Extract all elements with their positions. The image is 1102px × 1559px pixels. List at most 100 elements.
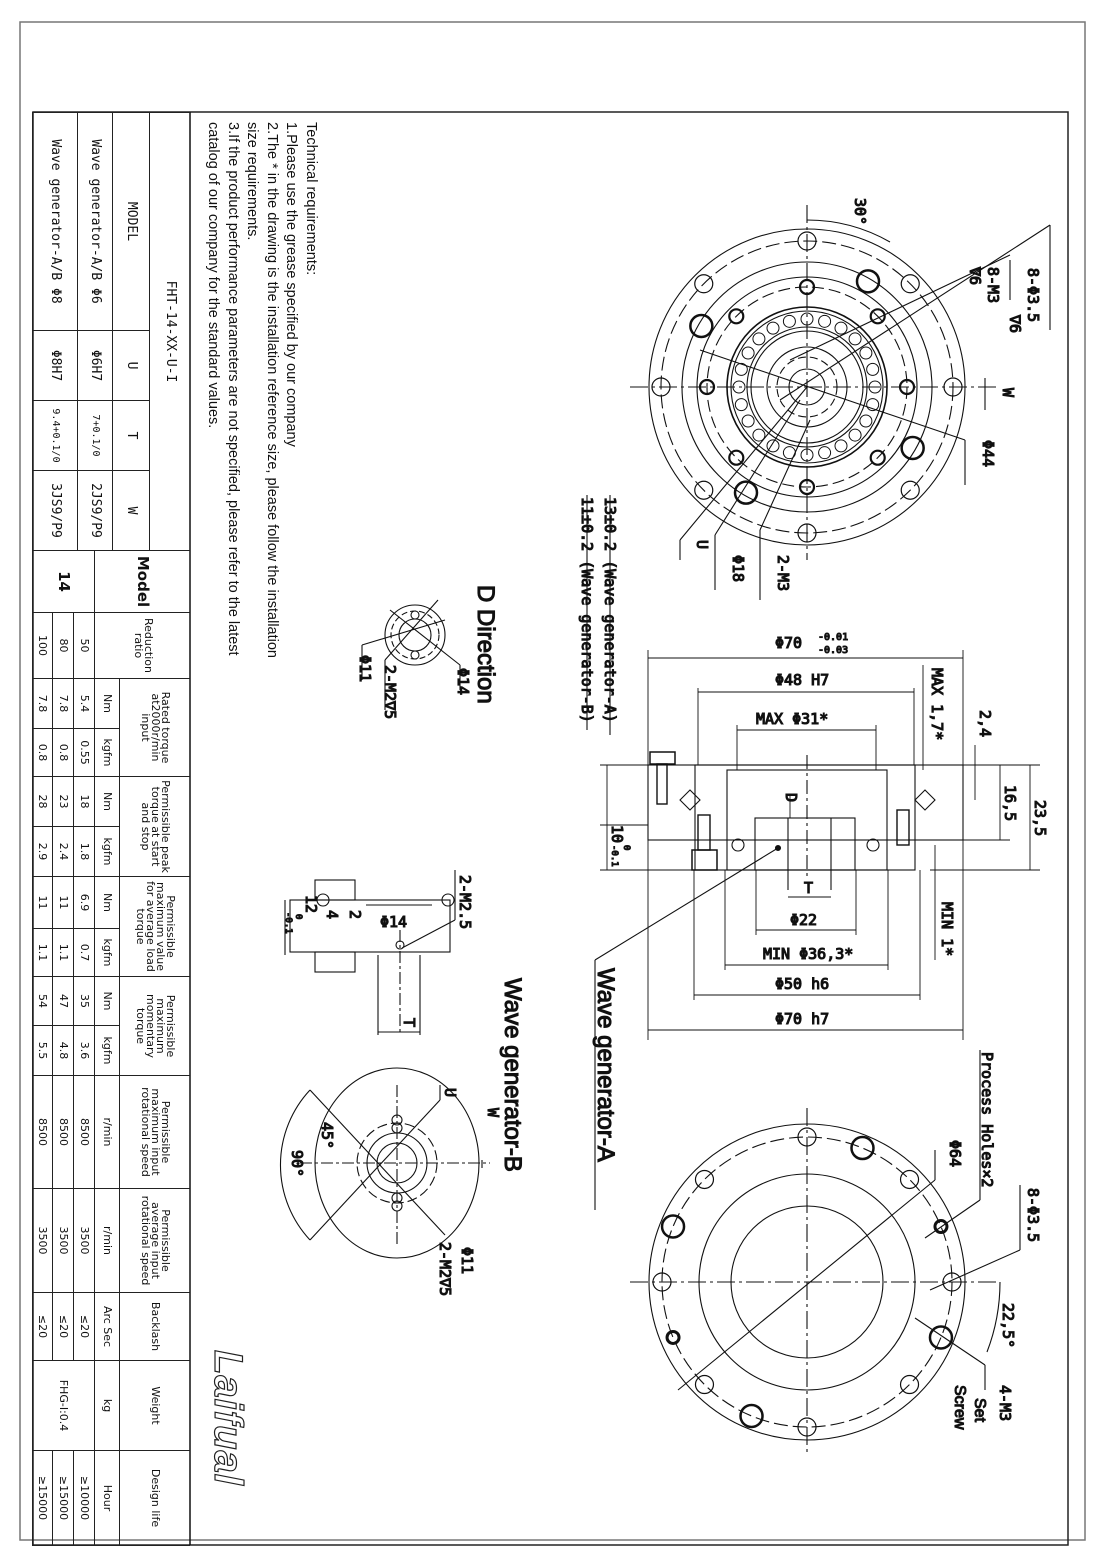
label-angle-30: 30° bbox=[851, 198, 869, 225]
cell-u: Φ6H7 bbox=[78, 330, 113, 401]
label-b-t: T bbox=[400, 1018, 418, 1027]
cell-mom-nm: 47 bbox=[53, 976, 74, 1026]
unit-nm: Nm bbox=[95, 776, 120, 827]
cell-rated-kgfm: 0.8 bbox=[33, 728, 53, 777]
label-length-a: 13±0.2 (Wave generator-A) bbox=[601, 497, 619, 723]
cell-ratio: 80 bbox=[53, 612, 74, 679]
cell-t: 7+0.1/0 bbox=[78, 400, 113, 471]
bearing-ball bbox=[859, 414, 873, 428]
cell-w: 3JS9/P9 bbox=[33, 470, 78, 551]
label-8-m3: 8-M3 bbox=[984, 267, 1002, 303]
cell-u: Φ8H7 bbox=[33, 330, 78, 401]
unit-rpm: r/min bbox=[95, 1188, 120, 1293]
cell-life: ≥10000 bbox=[74, 1450, 95, 1546]
label-phi22: Φ22 bbox=[790, 911, 817, 929]
label-length-b: 11±0.2 (Wave generator-B) bbox=[578, 497, 596, 723]
label-w: W bbox=[999, 388, 1017, 398]
mounting-hole bbox=[899, 1374, 920, 1395]
header-design-life: Design life bbox=[120, 1450, 190, 1546]
bearing-ball bbox=[818, 314, 832, 328]
set-screw bbox=[660, 1214, 686, 1239]
mounting-hole bbox=[694, 1374, 715, 1395]
label-depth-6a: ∇6 bbox=[1006, 314, 1024, 333]
screw-head bbox=[855, 269, 881, 294]
cell-backlash: ≤20 bbox=[33, 1292, 53, 1361]
label-b-4: 4 bbox=[323, 910, 341, 919]
cell-max-speed: 8500 bbox=[74, 1075, 95, 1189]
set-screw bbox=[850, 1135, 875, 1161]
cell-model: Wave generator-A/B Φ8 bbox=[33, 112, 78, 331]
bearing-ball bbox=[818, 446, 832, 460]
label-phi70-lower: -0.03 bbox=[818, 645, 848, 656]
label-b-w: W bbox=[484, 1108, 502, 1118]
threaded-hole bbox=[798, 478, 816, 496]
unit-kgfm: kgfm bbox=[95, 826, 120, 877]
bearing-ball bbox=[782, 314, 796, 328]
cell-mom-kgfm: 4.8 bbox=[53, 1025, 74, 1076]
cell-model: 14 bbox=[33, 550, 95, 613]
header-avg-speed: Permissible average input rotational spe… bbox=[120, 1188, 190, 1293]
mounting-hole bbox=[797, 1127, 817, 1147]
inner-frame bbox=[32, 111, 1069, 1546]
header-rated-torque: Rated torque at2000r/min input bbox=[120, 678, 190, 777]
bearing-ball bbox=[741, 414, 755, 428]
bearing-ball bbox=[734, 362, 748, 376]
mounting-hole bbox=[694, 1169, 715, 1190]
label-phi44: Φ44 bbox=[979, 440, 997, 467]
label-4-m3: 4-M3 bbox=[996, 1385, 1014, 1421]
title-wave-generator-b: Wave generator-B bbox=[499, 978, 526, 1172]
header-w: W bbox=[113, 470, 150, 551]
cell-avg-nm: 6.9 bbox=[74, 876, 95, 929]
outer-border bbox=[19, 21, 1086, 1541]
cell-mom-kgfm: 3.6 bbox=[74, 1025, 95, 1076]
section-dimension-lines bbox=[600, 650, 1040, 1040]
mounting-hole bbox=[943, 377, 963, 397]
unit-kg: kg bbox=[95, 1360, 120, 1451]
bearing-ball bbox=[800, 448, 814, 462]
cell-peak-kgfm: 1.8 bbox=[74, 826, 95, 877]
note-line: 2.The * in the drawing is the installati… bbox=[264, 122, 280, 658]
label-b-phi11: Φ11 bbox=[458, 1247, 476, 1274]
cell-avg-speed: 3500 bbox=[53, 1188, 74, 1293]
section-view bbox=[594, 751, 964, 1210]
label-angle-22-5: 22,5° bbox=[999, 1303, 1017, 1348]
cell-backlash: ≤20 bbox=[53, 1292, 74, 1361]
label-b-12-upper: 0 bbox=[293, 914, 303, 919]
label-2-4: 2,4 bbox=[976, 710, 994, 737]
unit-rpm: r/min bbox=[95, 1075, 120, 1189]
header-backlash: Backlash bbox=[120, 1292, 190, 1361]
bearing-ball bbox=[734, 398, 748, 412]
unit-kgfm: kgfm bbox=[95, 1025, 120, 1076]
label-min-1: MIN 1* bbox=[938, 902, 956, 956]
header-max-speed: Permissible maximum input rotational spe… bbox=[120, 1075, 190, 1189]
bearing-ball bbox=[741, 346, 755, 360]
cell-mom-nm: 35 bbox=[74, 976, 95, 1026]
header-ratio: Reduction ratio bbox=[95, 612, 190, 679]
cell-life: ≥15000 bbox=[33, 1450, 53, 1546]
label-8-phi3-5: 8-Φ3.5 bbox=[1024, 268, 1042, 322]
mounting-hole bbox=[651, 377, 671, 397]
company-logo: Laifual bbox=[205, 1349, 250, 1486]
model-table: FHT-14-XX-U-I MODEL U T W Wave generator… bbox=[33, 112, 190, 551]
cell-mom-nm: 54 bbox=[33, 976, 53, 1026]
label-b-2: 2 bbox=[346, 910, 364, 919]
bearing-ball bbox=[859, 346, 873, 360]
header-momentary-torque: Permissible maximum momentary torque bbox=[120, 976, 190, 1076]
bearing-ball bbox=[766, 439, 780, 453]
set-screw bbox=[928, 1325, 954, 1350]
threaded-hole bbox=[898, 378, 916, 396]
cell-peak-kgfm: 2.9 bbox=[33, 826, 53, 877]
label-phi70-upper: -0.01 bbox=[818, 632, 848, 643]
d-direction-view bbox=[361, 599, 461, 710]
cell-avg-kgfm: 0.7 bbox=[74, 928, 95, 977]
bearing-ball bbox=[766, 321, 780, 335]
bearing-ball bbox=[752, 428, 766, 442]
threaded-hole bbox=[798, 278, 816, 296]
note-line: 3.If the product performance parameters … bbox=[225, 122, 241, 656]
cell-peak-nm: 18 bbox=[74, 776, 95, 827]
cell-avg-nm: 11 bbox=[33, 876, 53, 929]
label-b-12-lower: -0.1 bbox=[283, 912, 293, 934]
